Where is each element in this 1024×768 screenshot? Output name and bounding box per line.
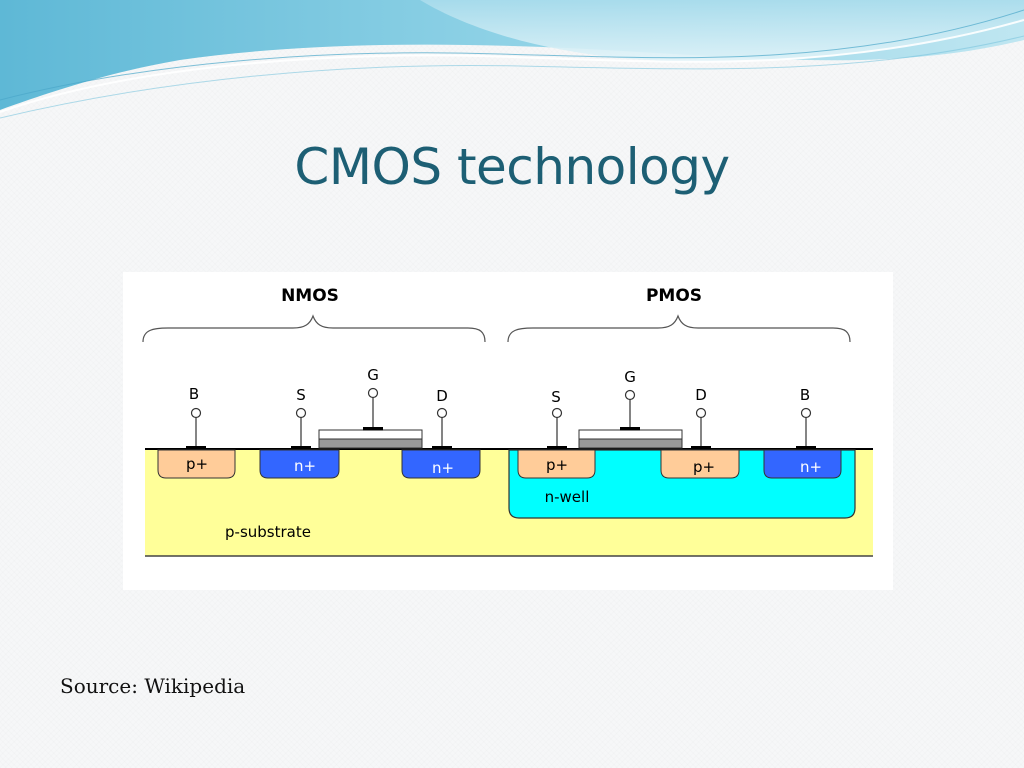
nmos-body-terminal xyxy=(186,407,206,450)
nmos-body-p-plus-label: p+ xyxy=(186,455,208,473)
pmos-drain-p-plus xyxy=(660,449,740,479)
pmos-gate-terminal-label: G xyxy=(624,368,636,386)
nmos-drain-n-plus-label: n+ xyxy=(432,459,454,477)
slide-title: CMOS technology xyxy=(294,138,730,196)
nmos-source-terminal-label: S xyxy=(296,386,306,404)
cmos-cross-section-diagram: NMOS PMOS p+ n+ n+ p+ p+ n+ n-well p-sub… xyxy=(123,272,893,590)
nmos-source-n-plus xyxy=(259,449,340,479)
nmos-gate-terminal xyxy=(363,387,383,431)
nmos-gate-oxide xyxy=(318,438,423,449)
nmos-source-terminal xyxy=(291,407,311,450)
header-wave-decoration xyxy=(0,0,1024,119)
pmos-source-terminal-label: S xyxy=(551,388,561,406)
pmos-source-terminal xyxy=(547,407,567,450)
pmos-body-terminal xyxy=(796,407,816,450)
pmos-heading: PMOS xyxy=(646,286,702,306)
nmos-gate-electrode xyxy=(318,429,423,440)
pmos-gate-electrode xyxy=(578,429,683,440)
pmos-body-terminal-label: B xyxy=(800,386,810,404)
cmos-diagram-svg: NMOS PMOS p+ n+ n+ p+ p+ n+ n-well p-sub… xyxy=(142,286,873,557)
pmos-gate-oxide xyxy=(578,438,683,449)
pmos-source-p-plus xyxy=(517,449,596,479)
nmos-body-terminal-label: B xyxy=(189,385,199,403)
nmos-brace xyxy=(142,314,486,343)
pmos-source-p-plus-label: p+ xyxy=(546,456,568,474)
pmos-drain-p-plus-label: p+ xyxy=(693,458,715,476)
nmos-drain-terminal-label: D xyxy=(436,387,448,405)
pmos-body-n-plus-label: n+ xyxy=(800,458,822,476)
n-well-label: n-well xyxy=(545,488,590,506)
nmos-drain-n-plus xyxy=(401,449,481,479)
pmos-drain-terminal xyxy=(691,407,711,450)
nmos-gate-terminal-label: G xyxy=(367,366,379,384)
pmos-brace xyxy=(507,314,851,343)
pmos-gate-terminal xyxy=(620,389,640,431)
p-substrate-label: p-substrate xyxy=(225,523,311,541)
pmos-body-n-plus xyxy=(763,449,842,479)
pmos-drain-terminal-label: D xyxy=(695,386,707,404)
nmos-drain-terminal xyxy=(432,407,452,450)
source-citation: Source: Wikipedia xyxy=(60,674,246,698)
nmos-body-p-plus xyxy=(157,449,236,479)
nmos-source-n-plus-label: n+ xyxy=(294,457,316,475)
nmos-heading: NMOS xyxy=(281,286,339,306)
